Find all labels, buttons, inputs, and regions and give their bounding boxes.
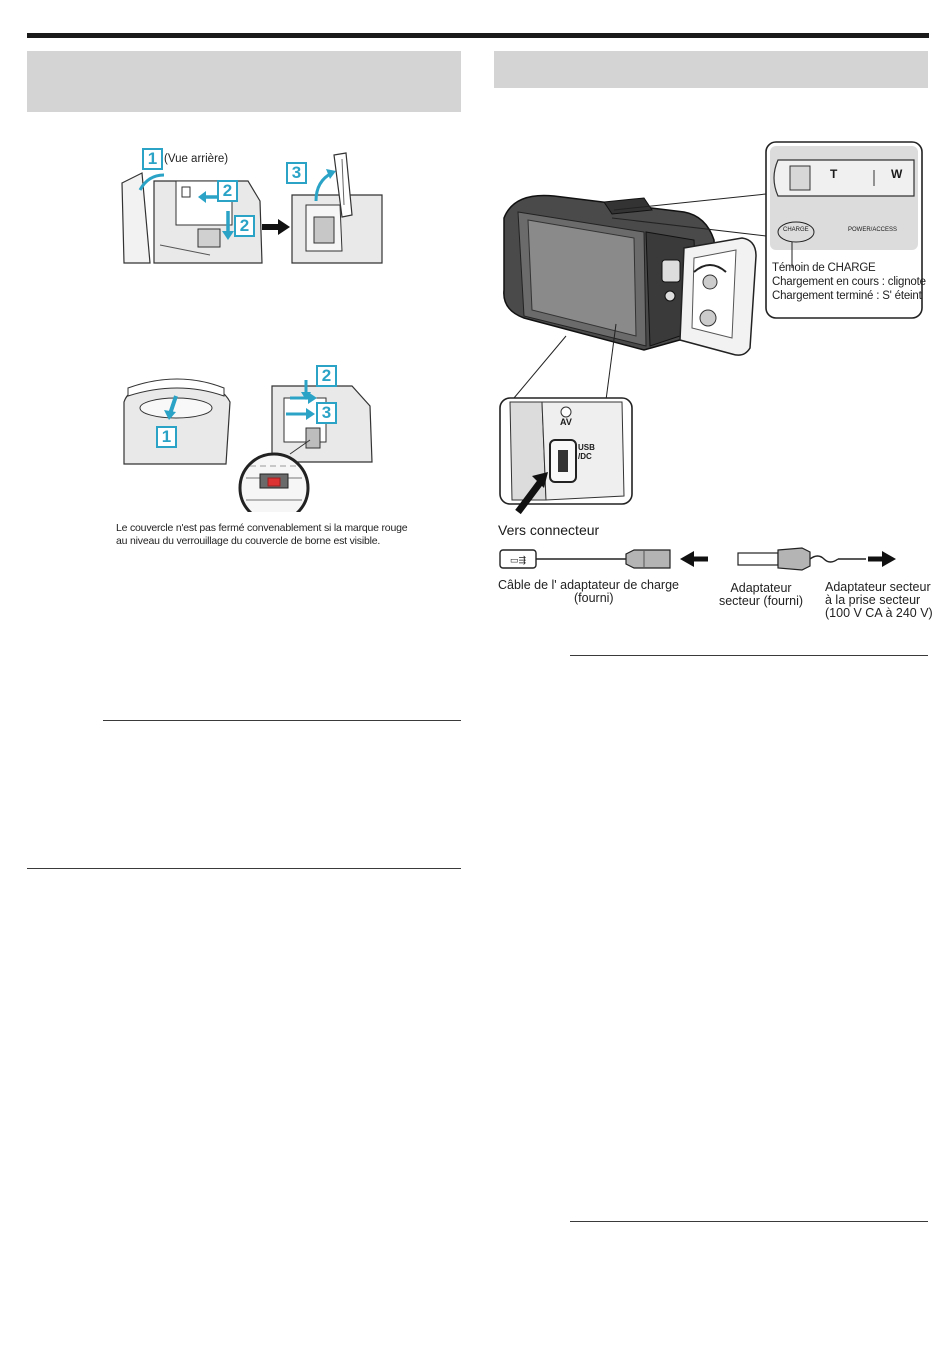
step-1-badge: 1: [156, 426, 177, 448]
adapter-label-line2: secteur (fourni): [718, 594, 804, 608]
figure-charging: T W CHARGE POWER/ACCESS AV USB /DC: [494, 140, 928, 520]
rear-view-label: (Vue arrière): [164, 153, 229, 165]
connector-label: Vers connecteur: [498, 522, 600, 538]
step-2-badge: 2: [316, 365, 337, 387]
right-rule-end: [570, 1221, 928, 1222]
cable-label-line1: Câble de l' adaptateur de charge: [498, 578, 679, 592]
step-1-badge: 1: [142, 148, 163, 170]
step-3-badge: 3: [286, 162, 307, 184]
cable-adapter-illustration: ▭⇶: [499, 547, 896, 571]
step-2a-badge: 2: [217, 180, 238, 202]
usb-port-label-2: /DC: [578, 452, 592, 461]
cover-caption-line1: Le couvercle n'est pas fermé convenablem…: [116, 522, 408, 534]
av-port-label: AV: [560, 417, 572, 427]
left-rule-end: [27, 868, 461, 869]
step-3-badge: 3: [316, 402, 337, 424]
adapter-label-line1: Adaptateur: [730, 581, 792, 595]
figure-close-cover: 1 2 3: [120, 362, 385, 524]
charge-lamp-charging: Chargement en cours : clignote: [772, 276, 926, 288]
step-2b-badge: 2: [234, 215, 255, 237]
outlet-label-line2: à la prise secteur: [825, 593, 921, 607]
right-section-header: [494, 51, 928, 88]
svg-text:▭⇶: ▭⇶: [510, 555, 527, 565]
charge-lamp-done: Chargement terminé : S' éteint: [772, 290, 922, 302]
charge-lamp-label: CHARGE: [783, 227, 809, 233]
cover-caption-line2: au niveau du verrouillage du couvercle d…: [116, 535, 381, 547]
usb-port-label-1: USB: [578, 443, 595, 452]
left-rule-note: [103, 720, 461, 721]
figure-open-cover: 1 (Vue arrière) 2 2 3: [120, 145, 385, 265]
zoom-t-label: T: [830, 167, 840, 181]
power-access-label: POWER/ACCESS: [848, 227, 898, 233]
outlet-label-line1: Adaptateur secteur: [825, 580, 931, 594]
cable-adapter-row: ▭⇶: [494, 540, 928, 580]
left-section-header: [27, 51, 461, 112]
outlet-label-line3: (100 V CA à 240 V): [825, 606, 933, 620]
top-rule: [27, 33, 929, 38]
charge-lamp-title: Témoin de CHARGE: [772, 262, 876, 274]
zoom-w-label: W: [891, 167, 903, 181]
open-cover-illustration: [121, 152, 383, 264]
cable-label-line2: (fourni): [574, 591, 614, 605]
right-rule-note: [570, 655, 928, 656]
charging-illustration: [499, 141, 923, 515]
close-cover-illustration: [123, 378, 373, 524]
